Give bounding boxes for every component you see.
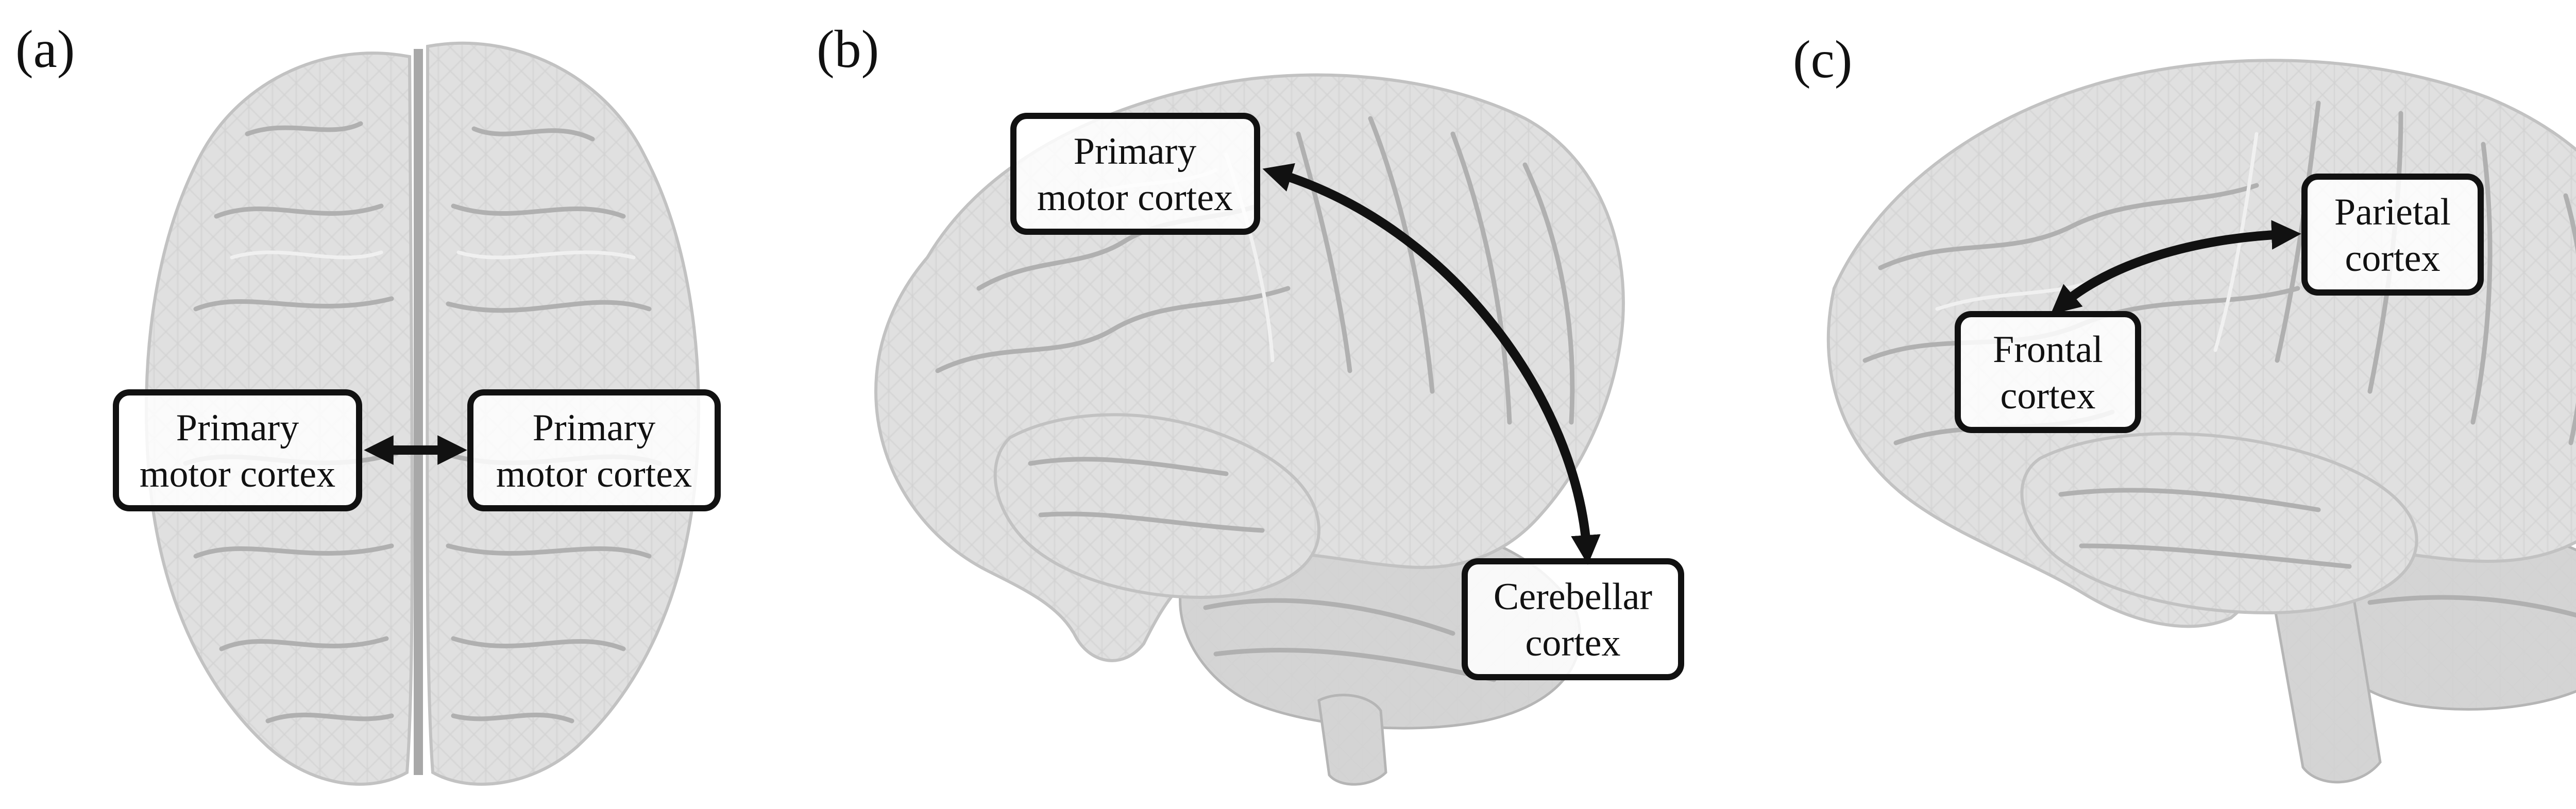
label-primary-motor-cortex-b: Primary motor cortex — [1010, 113, 1260, 235]
svg-text:cortex: cortex — [1526, 622, 1621, 664]
svg-text:cortex: cortex — [2001, 375, 2096, 417]
cortico-cerebellar-connection-arrow — [1262, 163, 1601, 565]
svg-text:Primary: Primary — [533, 407, 655, 449]
label-parietal-cortex: Parietal cortex — [2301, 174, 2484, 296]
svg-text:motor cortex: motor cortex — [1037, 177, 1233, 219]
panel-letter-b: (b) — [817, 20, 879, 79]
svg-text:cortex: cortex — [2345, 237, 2441, 280]
svg-text:Cerebellar: Cerebellar — [1494, 576, 1652, 618]
svg-text:Primary: Primary — [176, 407, 299, 449]
brain-superior-view — [145, 41, 700, 786]
label-cerebellar-cortex: Cerebellar cortex — [1462, 558, 1684, 680]
label-frontal-cortex: Frontal cortex — [1955, 311, 2141, 433]
temporal-lobe-c — [2020, 432, 2418, 615]
svg-text:Primary: Primary — [1074, 130, 1196, 173]
panel-letter-a: (a) — [15, 20, 75, 79]
brainstem-b — [1317, 694, 1387, 786]
fronto-parietal-connection-arrow — [2050, 220, 2301, 315]
svg-text:Frontal: Frontal — [1993, 329, 2103, 371]
panel-letter-c: (c) — [1793, 30, 1852, 89]
svg-text:motor cortex: motor cortex — [140, 453, 335, 495]
svg-text:motor cortex: motor cortex — [496, 453, 692, 495]
svg-text:Parietal: Parietal — [2334, 191, 2451, 233]
label-primary-motor-cortex-right: Primary motor cortex — [467, 389, 721, 511]
panel-c: (c) Parietal — [1793, 30, 2576, 784]
panel-b: (b) Primary motor c — [817, 20, 1684, 786]
brain-lateral-view — [1826, 59, 2576, 784]
panel-a: (a) — [15, 20, 721, 786]
label-primary-motor-cortex-left: Primary motor cortex — [113, 389, 362, 511]
